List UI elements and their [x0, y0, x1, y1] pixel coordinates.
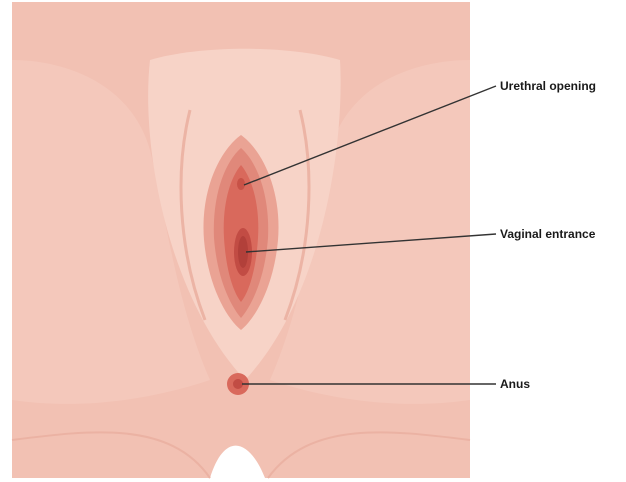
anus-center	[233, 379, 243, 389]
vaginal-entrance-label: Vaginal entrance	[500, 227, 595, 241]
urethral-opening-label: Urethral opening	[500, 79, 596, 93]
anus-label: Anus	[500, 377, 530, 391]
urethral-opening-shape	[237, 178, 245, 190]
